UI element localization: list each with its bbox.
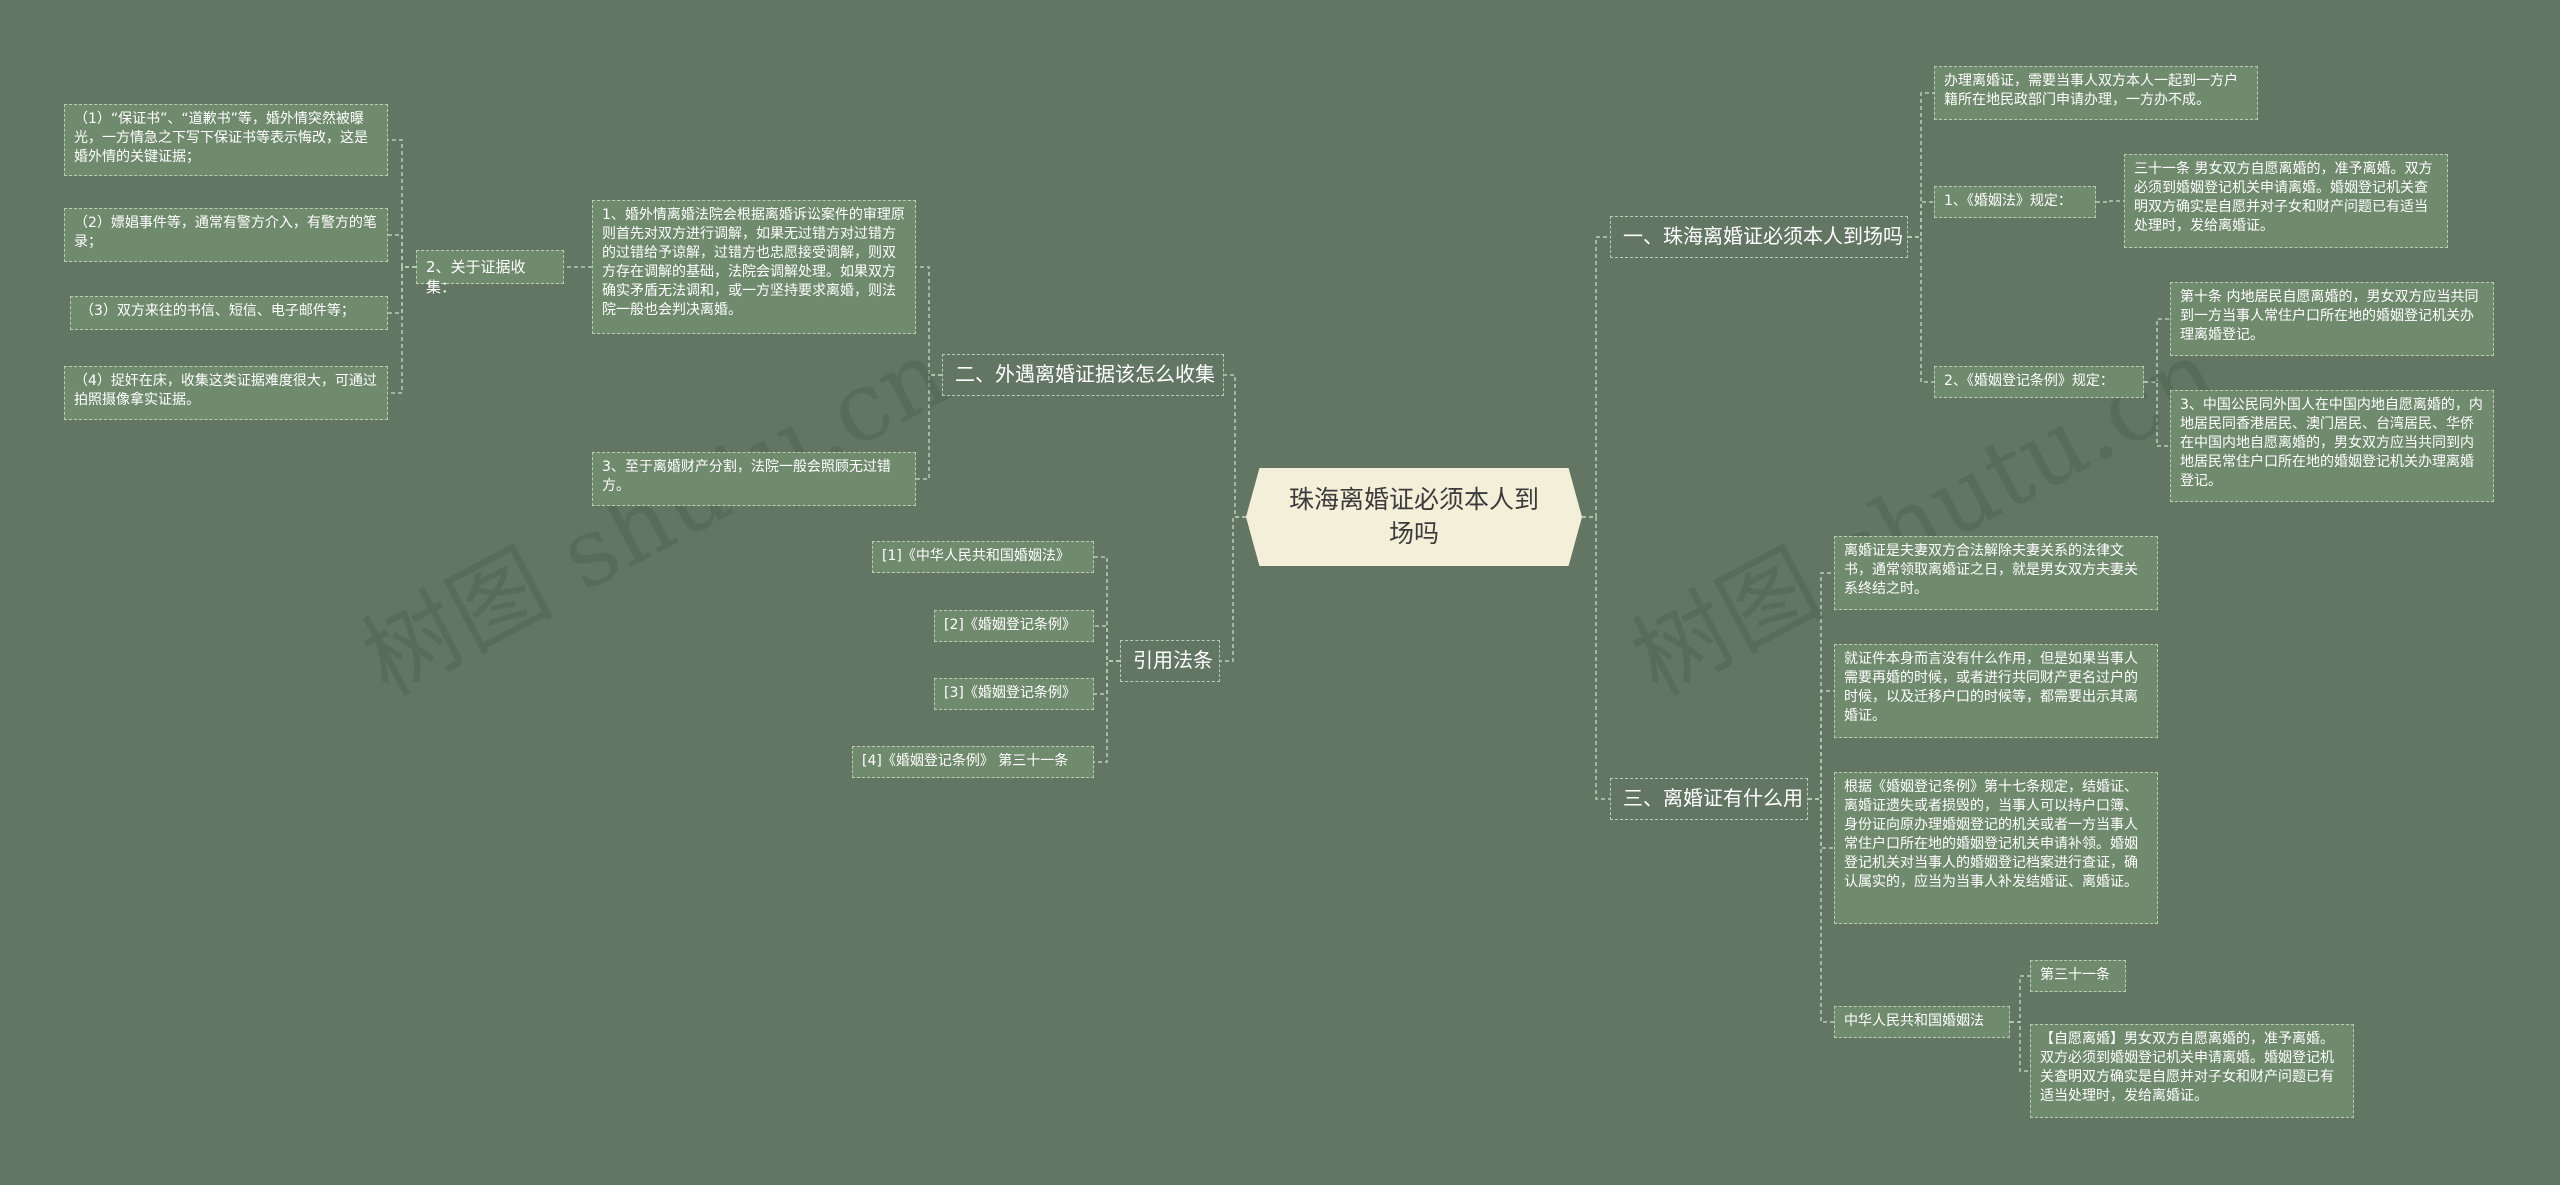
connector-b1-law2-b1-law2b (2144, 381, 2170, 447)
connector-b3-b3-r1 (1094, 556, 1120, 662)
connector-b4-b4-t3 (1808, 798, 1834, 849)
leaf-property-division[interactable]: 3、至于离婚财产分割，法院一般会照顾无过错方。 (592, 452, 916, 506)
connector-b1-b1-intro (1908, 92, 1934, 238)
leaf-article-31[interactable]: 第三十一条 (2030, 960, 2126, 992)
leaf-evidence-police-record[interactable]: （2）嫖娼事件等，通常有警方介入，有警方的笔录； (64, 208, 388, 262)
branch-divorce-cert-use[interactable]: 三、离婚证有什么用 (1610, 778, 1808, 820)
connector-b3-b3-r3 (1094, 660, 1120, 695)
leaf-registration-rules-foreign[interactable]: 3、中国公民同外国人在中国内地自愿离婚的，内地居民同香港居民、澳门居民、台湾居民… (2170, 390, 2494, 502)
leaf-cert-definition[interactable]: 离婚证是夫妻双方合法解除夫妻关系的法律文书，通常领取离婚证之日，就是男女双方夫妻… (1834, 536, 2158, 610)
connector-root-b4 (1582, 516, 1610, 800)
connector-b2-ev-b2-e3 (388, 266, 416, 314)
leaf-cert-usage[interactable]: 就证件本身而言没有什么作用，但是如果当事人需要再婚的时候，或者进行共同财产更名过… (1834, 644, 2158, 738)
connector-b4-law-b4-art (2010, 975, 2030, 1023)
leaf-mediation-principle[interactable]: 1、婚外情离婚法院会根据离婚诉讼案件的审理原则首先对双方进行调解，如果无过错方对… (592, 200, 916, 334)
leaf-marriage-law-label[interactable]: 1、《婚姻法》规定： (1934, 186, 2096, 218)
connector-b4-b4-law (1808, 798, 1834, 1023)
connector-b1-b1-law2 (1908, 236, 1934, 383)
leaf-cert-reissue[interactable]: 根据《婚姻登记条例》第十七条规定，结婚证、离婚证遗失或者损毁的，当事人可以持户口… (1834, 772, 2158, 924)
leaf-evidence-collection[interactable]: 2、关于证据收集： (416, 250, 564, 296)
leaf-registration-rules-art10[interactable]: 第十条 内地居民自愿离婚的，男女双方应当共同到一方当事人常住户口所在地的婚姻登记… (2170, 282, 2494, 356)
connector-b3-b3-r4 (1094, 660, 1120, 763)
leaf-marriage-law[interactable]: 中华人民共和国婚姻法 (1834, 1006, 2010, 1038)
connector-b1-law1-b1-law1t (2096, 200, 2124, 203)
watermark-left: 树图 shutu.cn (345, 316, 965, 718)
connector-b2-b2-p3 (916, 374, 942, 480)
connector-b1-b1-law1 (1908, 201, 1934, 238)
connector-b2-b2-p1 (916, 266, 942, 376)
leaf-ref-registration-rules-art31[interactable]: [4]《婚姻登记条例》 第三十一条 (852, 746, 1094, 778)
connector-b3-b3-r2 (1094, 625, 1120, 662)
connector-b4-law-b4-artt (2010, 1021, 2030, 1072)
leaf-evidence-guarantee-letter[interactable]: （1）“保证书”、“道歉书”等，婚外情突然被曝光，一方情急之下写下保证书等表示悔… (64, 104, 388, 176)
connector-root-b2 (1224, 374, 1246, 518)
leaf-voluntary-divorce[interactable]: 【自愿离婚】男女双方自愿离婚的，准予离婚。双方必须到婚姻登记机关申请离婚。婚姻登… (2030, 1024, 2354, 1118)
leaf-marriage-law-text[interactable]: 三十一条 男女双方自愿离婚的，准予离婚。双方必须到婚姻登记机关申请离婚。婚姻登记… (2124, 154, 2448, 248)
connector-b2-ev-b2-e4 (388, 266, 416, 394)
leaf-registration-rules-label[interactable]: 2、《婚姻登记条例》规定： (1934, 366, 2144, 398)
leaf-ref-marriage-law[interactable]: [1]《中华人民共和国婚姻法》 (872, 541, 1094, 573)
leaf-ref-registration-rules-3[interactable]: [3]《婚姻登记条例》 (934, 678, 1094, 710)
connector-root-b3 (1220, 516, 1246, 662)
leaf-evidence-messages[interactable]: （3）双方来往的书信、短信、电子邮件等； (70, 296, 388, 330)
connector-b1-law2-b1-law2a (2144, 318, 2170, 383)
root-topic[interactable]: 珠海离婚证必须本人到场吗 (1246, 468, 1582, 566)
connector-b4-b4-t1 (1808, 572, 1834, 800)
leaf-intro[interactable]: 办理离婚证，需要当事人双方本人一起到一方户籍所在地民政部门申请办理，一方办不成。 (1934, 66, 2258, 120)
leaf-evidence-photos[interactable]: （4）捉奸在床，收集这类证据难度很大，可通过拍照摄像拿实证据。 (64, 366, 388, 420)
branch-cited-laws[interactable]: 引用法条 (1120, 640, 1220, 682)
connector-b2-ev-b2-e1 (388, 139, 416, 268)
branch-must-attend-in-person[interactable]: 一、珠海离婚证必须本人到场吗 (1610, 216, 1908, 258)
connector-b4-b4-t2 (1808, 690, 1834, 800)
leaf-ref-registration-rules-2[interactable]: [2]《婚姻登记条例》 (934, 610, 1094, 642)
connector-root-b1 (1582, 236, 1610, 518)
branch-affair-evidence[interactable]: 二、外遇离婚证据该怎么收集 (942, 354, 1224, 396)
connector-b2-ev-b2-e2 (388, 234, 416, 268)
